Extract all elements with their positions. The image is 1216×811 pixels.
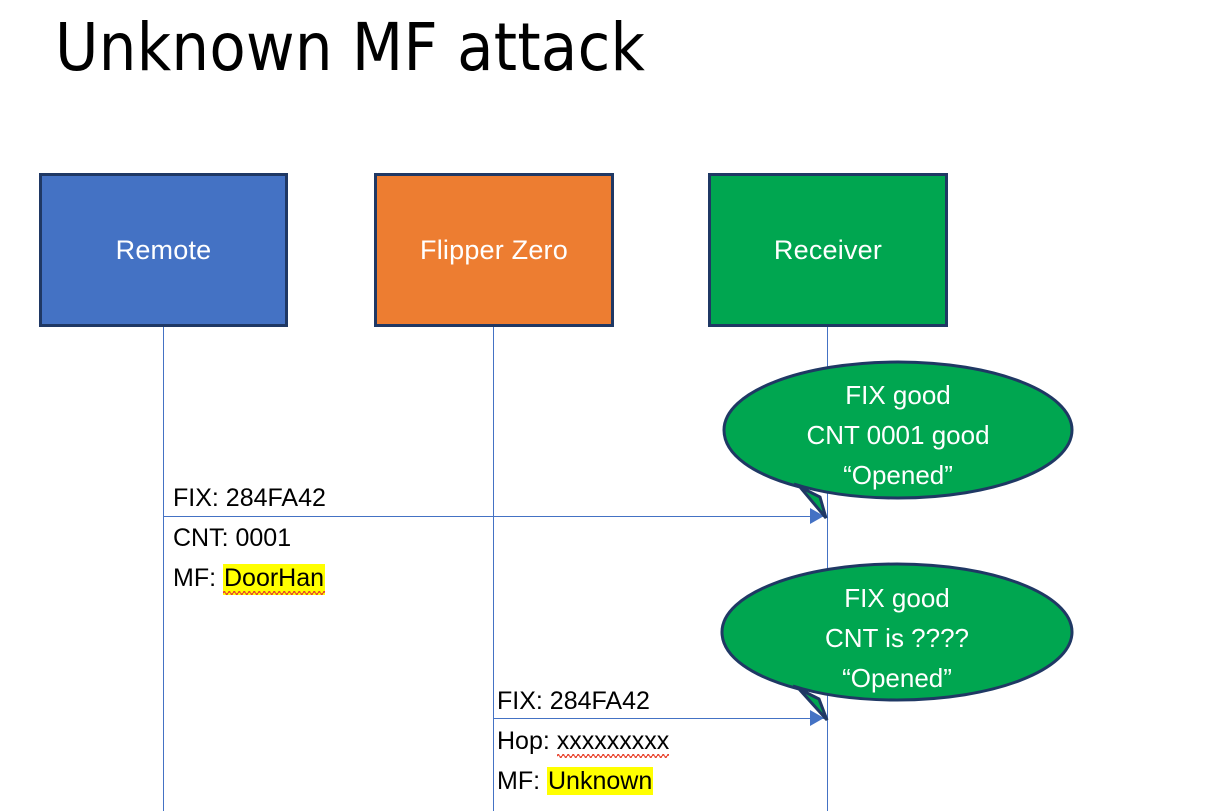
speech-bubble-shape <box>722 360 1074 519</box>
page-title: Unknown MF attack <box>55 9 646 86</box>
actor-box-remote[interactable]: Remote <box>39 173 288 327</box>
message-line-key: FIX: <box>173 484 226 512</box>
actor-label-receiver: Receiver <box>773 234 883 265</box>
message-line: CNT: 0001 <box>173 518 326 558</box>
message-line-value-highlighted: Unknown <box>547 767 654 795</box>
lifeline-remote <box>163 327 164 811</box>
message-line-key: MF: <box>173 564 223 592</box>
lifeline-flipper-zero <box>493 327 494 811</box>
speech-bubble-shape <box>720 562 1074 722</box>
message-line: MF: Unknown <box>497 761 669 801</box>
message-line-value: 284FA42 <box>549 687 650 715</box>
message-line-key: MF: <box>497 767 547 795</box>
actor-box-flipper-zero[interactable]: Flipper Zero <box>374 173 614 327</box>
message-arrow-line-1 <box>163 516 827 517</box>
message-line: FIX: 284FA42 <box>173 478 326 518</box>
message-line-value-misspelled: xxxxxxxxx <box>556 727 670 758</box>
actor-box-receiver[interactable]: Receiver <box>708 173 948 327</box>
speech-bubble-receiver-2[interactable]: FIX good CNT is ???? “Opened” <box>720 562 1074 722</box>
actor-label-flipper-zero: Flipper Zero <box>420 234 568 265</box>
message-line-value-highlighted: DoorHan <box>223 564 325 595</box>
message-line-value: 0001 <box>235 524 292 552</box>
actor-label-remote: Remote <box>115 234 212 265</box>
message-label-block-1: FIX: 284FA42 CNT: 0001 MF: DoorHan <box>173 478 326 598</box>
message-label-block-2: FIX: 284FA42 Hop: xxxxxxxxx MF: Unknown <box>497 681 670 801</box>
message-line-key: Hop: <box>497 727 557 755</box>
message-arrow-line-2 <box>493 718 827 719</box>
speech-bubble-receiver-1[interactable]: FIX good CNT 0001 good “Opened” <box>722 360 1074 520</box>
message-line-key: CNT: <box>173 524 236 552</box>
message-line-key: FIX: <box>497 687 550 715</box>
message-line: FIX: 284FA42 <box>497 681 669 721</box>
message-line-value: 284FA42 <box>225 484 326 512</box>
message-line: Hop: xxxxxxxxx <box>497 721 670 761</box>
message-line: MF: DoorHan <box>173 558 326 598</box>
